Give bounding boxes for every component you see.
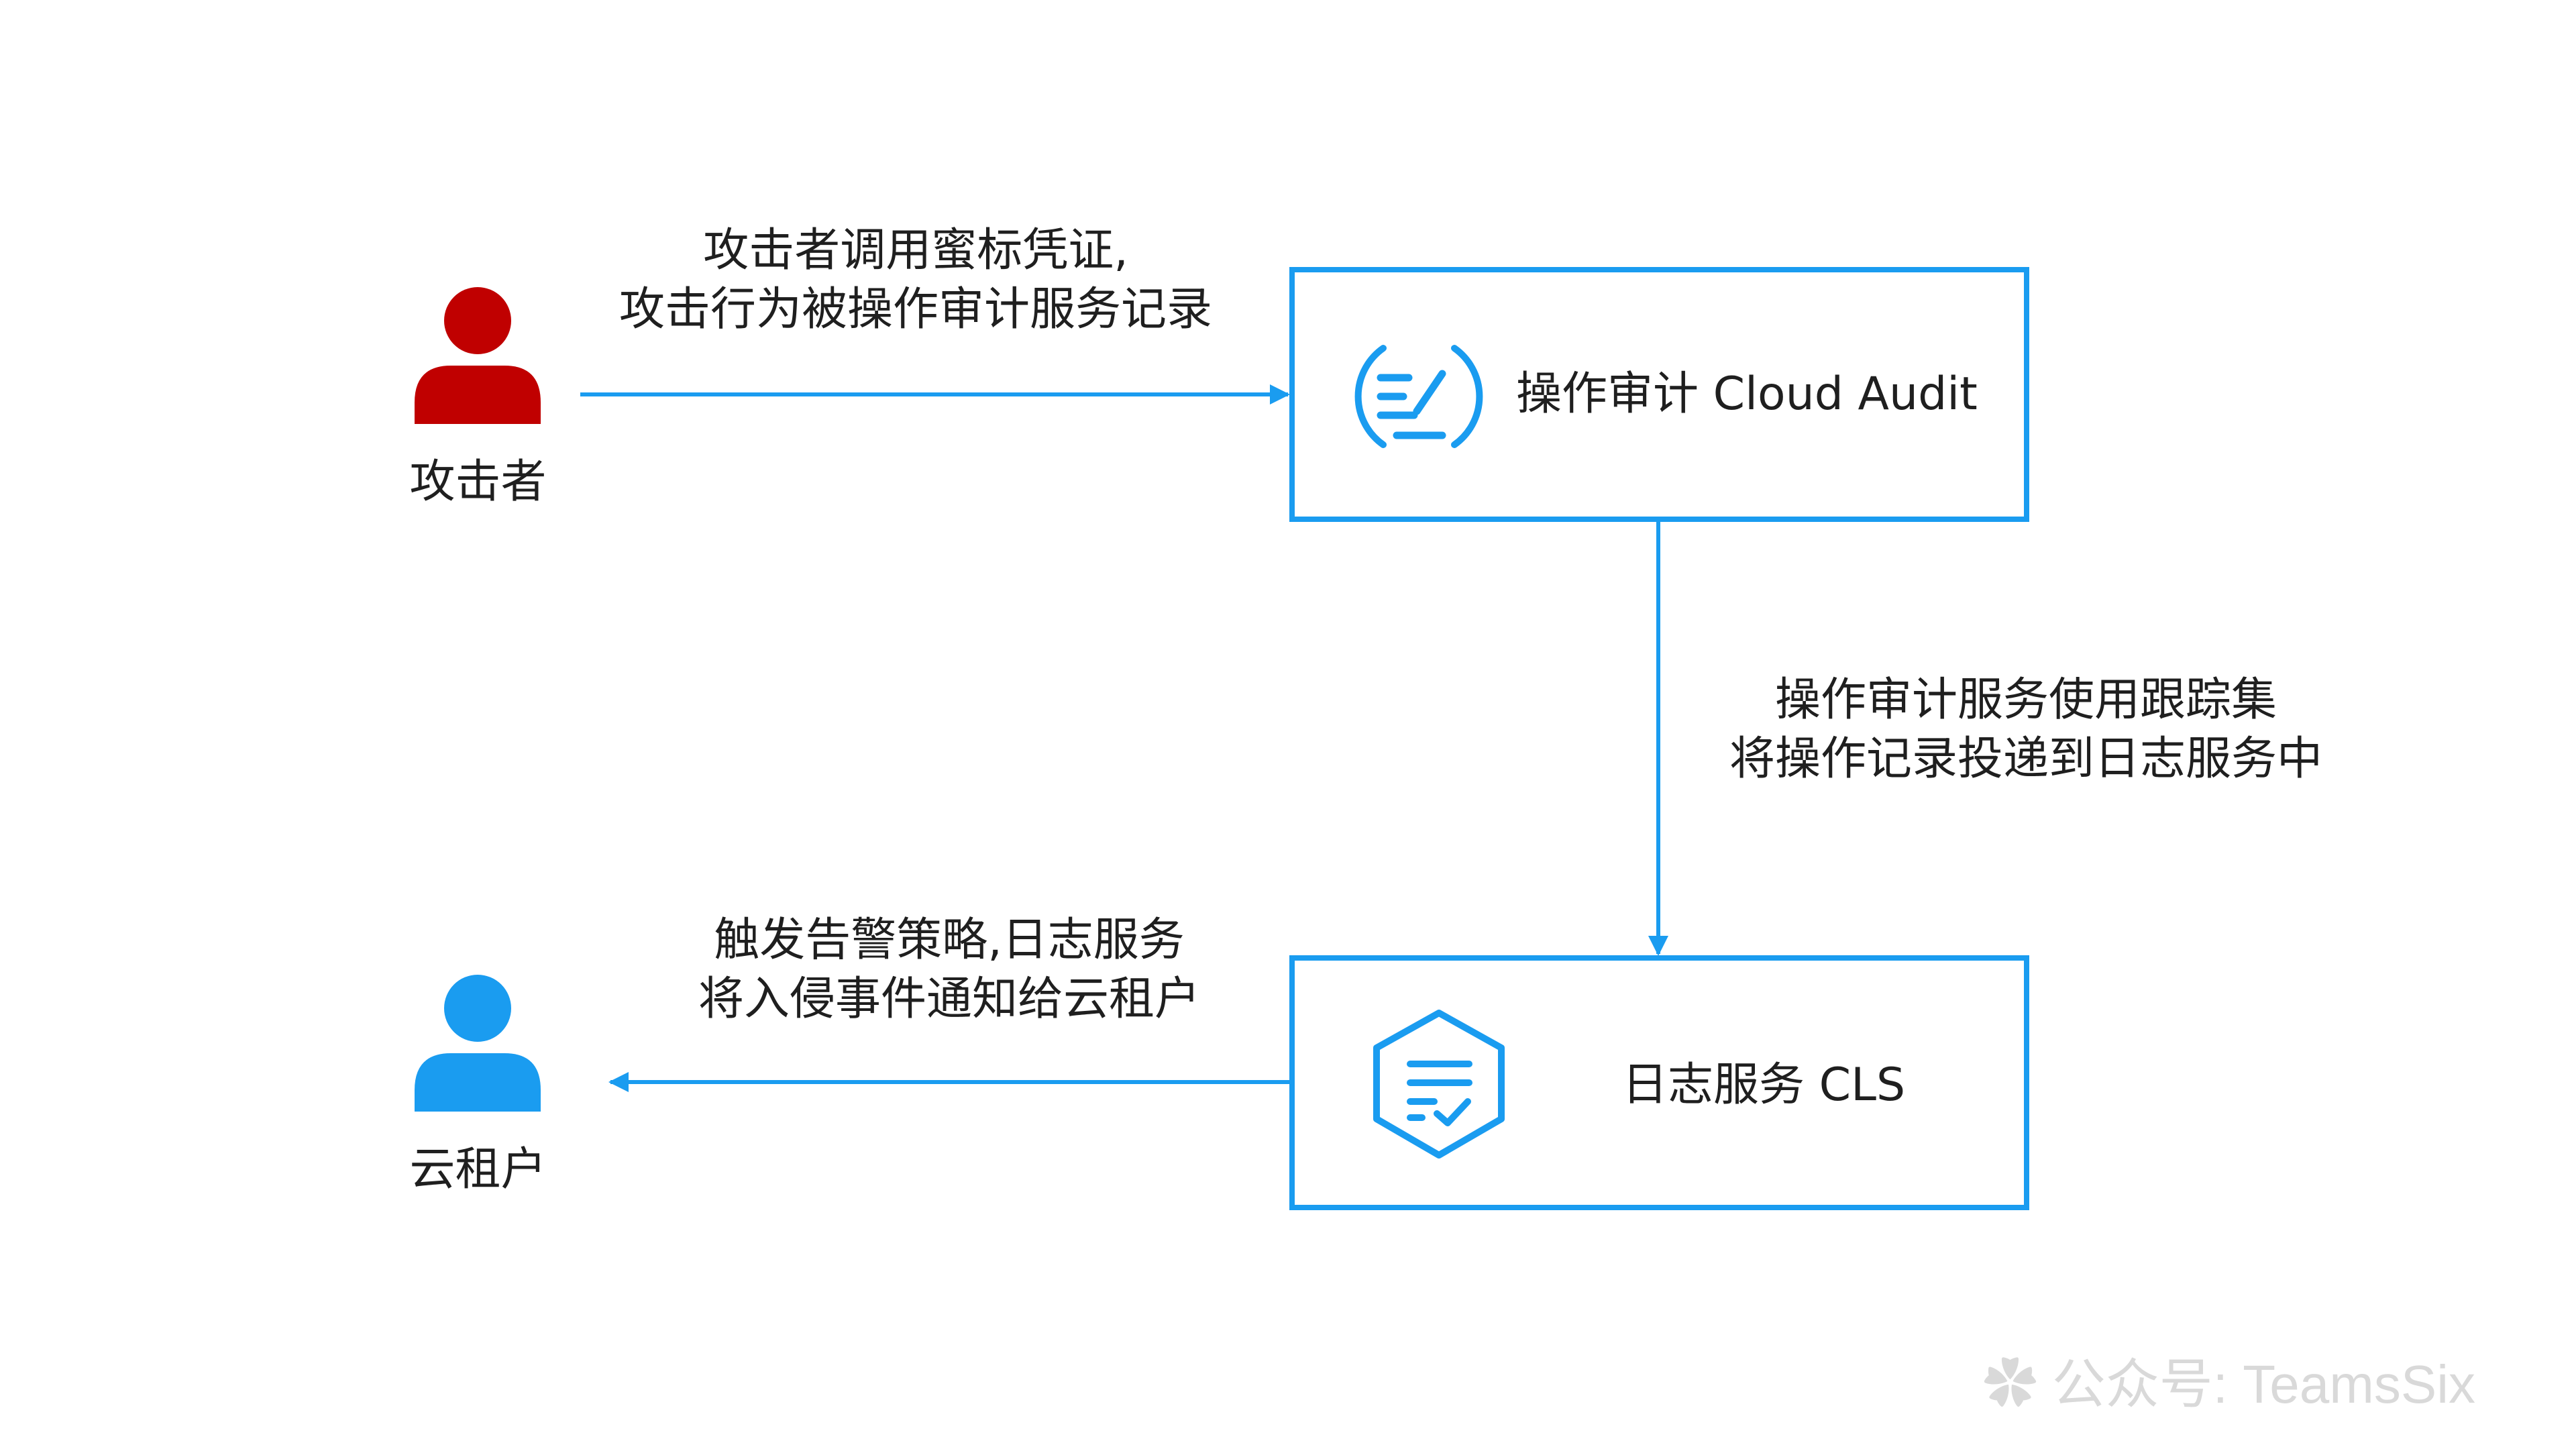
edge-label-audit-to-cls: 操作审计服务使用跟踪集 将操作记录投递到日志服务中 [1697, 671, 2355, 790]
tenant-node: 云租户 [396, 969, 560, 1197]
cloud-audit-label: 操作审计 Cloud Audit [1516, 368, 1978, 421]
edge-label-line: 将入侵事件通知给云租户 [698, 973, 1200, 1026]
edge-label-line: 攻击者调用蜜标凭证, [703, 224, 1128, 277]
watermark-text: 公众号: TeamsSix [2051, 1354, 2475, 1414]
wechat-icon: ✿ [1983, 1354, 2037, 1414]
cls-node: 日志服务 CLS [1289, 955, 2029, 1210]
attacker-node: 攻击者 [396, 282, 560, 510]
edge-label-line: 攻击行为被操作审计服务记录 [619, 283, 1212, 337]
tenant-label: 云租户 [409, 1143, 547, 1196]
attacker-label: 攻击者 [409, 455, 547, 508]
log-service-icon [1373, 1010, 1505, 1159]
edge-label-attacker-to-audit: 攻击者调用蜜标凭证, 攻击行为被操作审计服务记录 [590, 221, 1241, 340]
cloud-audit-node: 操作审计 Cloud Audit [1289, 267, 2029, 522]
edge-label-cls-to-tenant: 触发告警策略,日志服务 将入侵事件通知给云租户 [631, 911, 1268, 1030]
tenant-person-icon [415, 975, 541, 1112]
edge-label-line: 操作审计服务使用跟踪集 [1774, 674, 2277, 727]
cls-label: 日志服务 CLS [1622, 1059, 1906, 1112]
watermark: ✿ 公众号: TeamsSix [1984, 1341, 2475, 1419]
audit-icon [1354, 345, 1483, 448]
edge-label-line: 将操作记录投递到日志服务中 [1729, 733, 2322, 786]
attacker-person-icon [415, 287, 541, 424]
edge-label-line: 触发告警策略,日志服务 [714, 914, 1185, 967]
